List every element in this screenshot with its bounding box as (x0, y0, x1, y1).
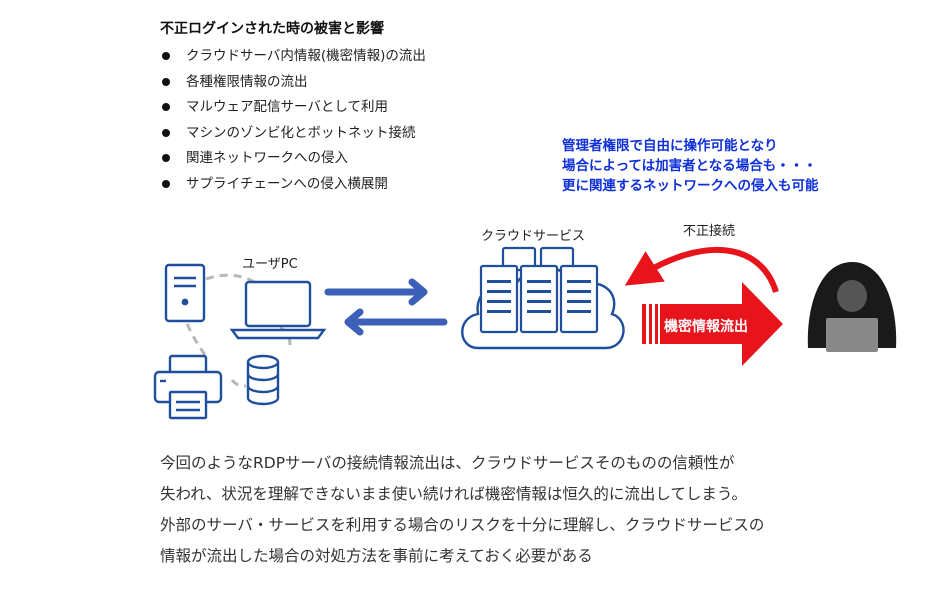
bullet-dot (162, 179, 170, 188)
attacker-note-line: 更に関連するネットワークへの侵入も可能 (562, 178, 819, 194)
laptop-icon (229, 280, 327, 340)
leak-arrow (642, 282, 783, 366)
bullet-dot (162, 52, 170, 60)
hacker-icon (807, 262, 897, 352)
impact-title: 不正ログインされた時の被害と影響 (160, 21, 384, 37)
unauthorized-access-arrow (624, 246, 779, 293)
database-icon (246, 354, 280, 406)
upload-arrow (324, 278, 428, 306)
attacker-note-line: 管理者権限で自由に操作可能となり (562, 138, 778, 154)
conclusion-line: 失われ、状況を理解できないまま使い続ければ機密情報は恒久的に流出してしまう。 (160, 485, 747, 503)
bullet-dot (162, 103, 170, 111)
cloud-service-label: クラウドサービス (481, 229, 586, 244)
bullet-dot (162, 128, 170, 137)
user-pc-label: ユーザPC (242, 257, 298, 272)
printer-icon (153, 354, 223, 420)
user-network-ring (183, 273, 292, 388)
attacker-note-line: 場合によっては加害者となる場合も・・・ (562, 158, 817, 174)
bullet-dot (162, 154, 170, 162)
server-tower-icon (164, 263, 206, 323)
conclusion-line: 情報が流出した場合の対処方法を事前に考えておく必要がある (160, 547, 593, 565)
attacker-note: 管理者権限で自由に操作可能となり 場合によっては加害者となる場合も・・・ 更に関… (562, 136, 819, 196)
download-arrow (344, 308, 448, 336)
conclusion-line: 外部のサーバ・サービスを利用する場合のリスクを十分に理解し、クラウドサービスの (160, 516, 765, 534)
exchange-arrows (324, 278, 448, 336)
conclusion-line: 今回のようなRDPサーバの接続情報流出は、クラウドサービスそのものの信頼性が (160, 454, 735, 472)
bullet-dot (162, 77, 170, 86)
conclusion-paragraph: 今回のようなRDPサーバの接続情報流出は、クラウドサービスそのものの信頼性が 失… (160, 448, 764, 572)
cloud-service-icon (461, 246, 625, 350)
leak-label: 機密情報流出 (664, 319, 748, 335)
unauthorized-access-label: 不正接続 (683, 224, 736, 239)
